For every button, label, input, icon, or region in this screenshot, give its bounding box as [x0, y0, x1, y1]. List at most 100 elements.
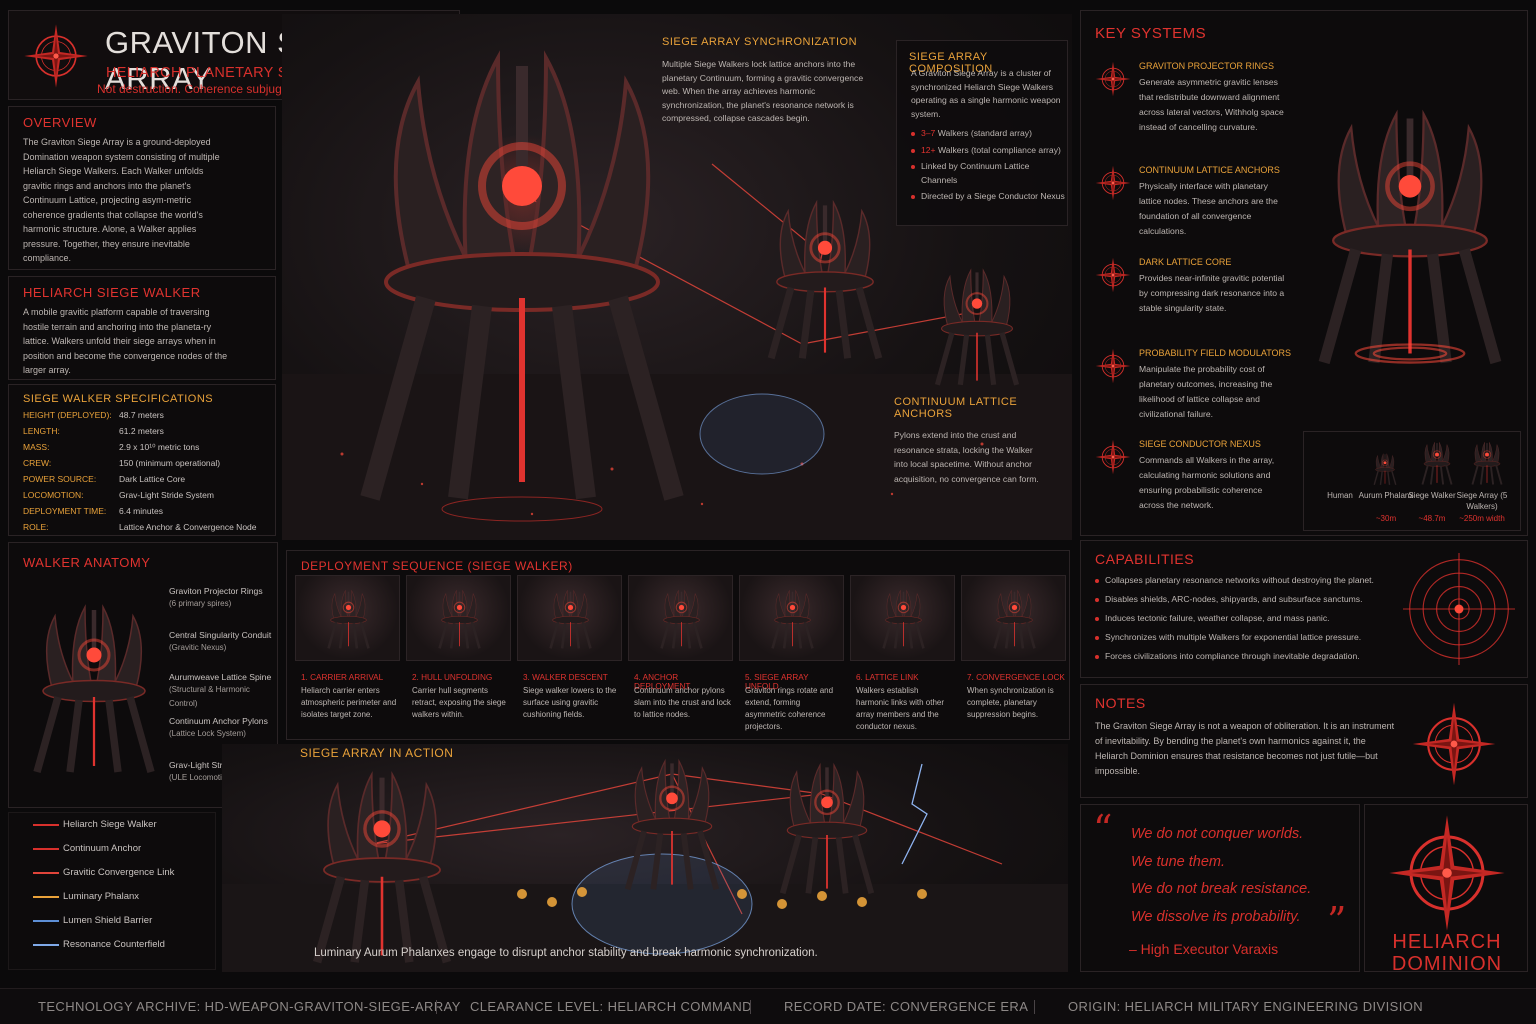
footer-divider — [750, 1000, 751, 1014]
legend-label: Gravitic Convergence Link — [63, 867, 175, 878]
bullet-icon — [911, 148, 915, 153]
spec-row: LENGTH:61.2 meters — [23, 426, 273, 442]
action-illustration — [222, 744, 1068, 972]
deployment-step-thumbnail — [517, 575, 622, 661]
key-system-icon — [1095, 348, 1131, 384]
footer-divider — [436, 1000, 437, 1014]
quote-line: We dissolve its probability. — [1131, 908, 1301, 925]
composition-list: 3–7 Walkers (standard array)12+ Walkers … — [911, 127, 1065, 207]
composition-text: Directed by a Siege Conductor Nexus — [921, 191, 1065, 201]
deployment-step-thumbnail — [628, 575, 733, 661]
anchors-heading: CONTINUUM LATTICE ANCHORS — [894, 396, 1018, 420]
deployment-step-text: When synchronization is complete, planet… — [967, 686, 1054, 719]
deployment-step-title: 7. CONVERGENCE LOCK — [967, 673, 1065, 682]
spec-key: HEIGHT (DEPLOYED): — [23, 410, 112, 420]
footer-divider — [1034, 1000, 1035, 1014]
deployment-step-title: 4. ANCHOR DEPLOYMENT — [634, 673, 691, 691]
footer-item: ORIGIN: HELIARCH MILITARY ENGINEERING DI… — [1068, 999, 1424, 1014]
anatomy-part-sub: (6 primary spires) — [169, 599, 232, 608]
spec-row: MASS:2.9 x 10¹⁰ metric tons — [23, 442, 273, 458]
key-systems-heading: KEY SYSTEMS — [1095, 25, 1207, 42]
spec-row: HEIGHT (DEPLOYED):48.7 meters — [23, 410, 273, 426]
legend-swatch — [33, 848, 59, 850]
key-system-icon — [1095, 61, 1131, 97]
scale-value: ~48.7m — [1418, 514, 1446, 523]
composition-panel: SIEGE ARRAY COMPOSITION A Graviton Siege… — [896, 40, 1068, 226]
composition-text: Walkers (total compliance array) — [935, 144, 1061, 155]
legend-label: Resonance Counterfield — [63, 939, 165, 950]
capabilities-heading: CAPABILITIES — [1095, 551, 1195, 567]
specs-heading: SIEGE WALKER SPECIFICATIONS — [23, 393, 214, 405]
scale-value: ~30m — [1375, 514, 1397, 523]
background-walker-1 — [771, 203, 879, 359]
composition-item: Directed by a Siege Conductor Nexus — [911, 190, 1065, 204]
spec-key: ROLE: — [23, 522, 49, 532]
action-heading: SIEGE ARRAY IN ACTION — [300, 746, 454, 760]
anatomy-part-name: Aurumweave Lattice Spine — [169, 672, 272, 682]
spec-row: DEPLOYMENT TIME:6.4 minutes — [23, 506, 273, 522]
bullet-icon — [911, 132, 915, 136]
scale-item: Aurum Phalanx~30m — [1356, 438, 1418, 530]
spec-row: POWER SOURCE:Dark Lattice Core — [23, 474, 273, 490]
capability-item: Synchronizes with multiple Walkers for e… — [1095, 632, 1395, 651]
bullet-icon — [1095, 617, 1099, 621]
anatomy-heading: WALKER ANATOMY — [23, 555, 151, 570]
anatomy-part-name: Continuum Anchor Pylons — [169, 716, 268, 726]
composition-item: 12+ Walkers (total compliance array) — [911, 144, 1065, 158]
key-system-title: CONTINUUM LATTICE ANCHORS — [1139, 165, 1280, 175]
overview-heading: OVERVIEW — [23, 115, 97, 130]
legend-swatch — [33, 824, 59, 826]
spec-value: 2.9 x 10¹⁰ metric tons — [119, 442, 200, 452]
key-system-title: PROBABILITY FIELD MODULATORS — [1139, 348, 1292, 358]
footer-item: RECORD DATE: CONVERGENCE ERA — [784, 999, 1029, 1014]
overview-panel: OVERVIEW The Graviton Siege Array is a g… — [8, 106, 276, 270]
sync-callout: SIEGE ARRAY SYNCHRONIZATION Multiple Sie… — [662, 36, 884, 126]
scale-figure-icon — [1464, 440, 1510, 486]
walker-anatomy-figure — [19, 573, 169, 803]
capability-item: Induces tectonic failure, weather collap… — [1095, 613, 1395, 632]
legend-label: Lumen Shield Barrier — [63, 915, 153, 926]
deployment-panel: DEPLOYMENT SEQUENCE (SIEGE WALKER) 1. CA… — [286, 550, 1070, 740]
lightning-icon — [901, 763, 928, 865]
main-scene-illustration — [282, 14, 1072, 540]
spec-value: Lattice Anchor & Convergence Node — [119, 522, 257, 532]
spec-row: CREW:150 (minimum operational) — [23, 458, 273, 474]
quote-panel: “ We do not conquer worlds.We tune them.… — [1080, 804, 1360, 972]
quote-author: – High Executor Varaxis — [1129, 941, 1279, 957]
bullet-icon — [1095, 579, 1099, 583]
deployment-step-title: 2. HULL UNFOLDING — [412, 673, 493, 682]
anatomy-part-sub: (ULE Locomotion System) — [169, 773, 263, 782]
spec-row: ROLE: Lattice Anchor & Convergence Node — [23, 522, 273, 538]
anatomy-label: Central Singularity Conduit(Gravitic Nex… — [169, 629, 279, 655]
scale-figure-icon — [1368, 452, 1402, 486]
spec-row: LOCOMOTION:Grav-Light Stride System — [23, 490, 273, 506]
sync-heading: SIEGE ARRAY SYNCHRONIZATION — [662, 36, 858, 48]
overview-text: The Graviton Siege Array is a ground-dep… — [23, 137, 220, 263]
spec-value: 61.2 meters — [119, 426, 164, 436]
footer-item: CLEARANCE LEVEL: HELIARCH COMMAND — [470, 999, 752, 1014]
spec-key: LOCOMOTION: — [23, 490, 84, 500]
legend-swatch — [33, 920, 59, 922]
bullet-icon — [1095, 655, 1099, 659]
deployment-step-title: 6. LATTICE LINK — [856, 673, 919, 682]
composition-text: Walkers (standard array) — [935, 128, 1032, 138]
spec-key: DEPLOYMENT TIME: — [23, 506, 107, 516]
capability-text: Disables shields, ARC-nodes, shipyards, … — [1105, 594, 1363, 604]
composition-text: A Graviton Siege Array is a cluster of s… — [911, 68, 1061, 119]
terrain-sparks — [340, 442, 984, 516]
legend-label: Heliarch Siege Walker — [63, 819, 157, 830]
action-walker-3 — [783, 765, 872, 893]
tagline: Not destruction. Coherence subjugation. — [97, 82, 312, 96]
sync-text: Multiple Siege Walkers lock lattice anch… — [662, 59, 864, 123]
bullet-icon — [1095, 636, 1099, 640]
walker-heading: HELIARCH SIEGE WALKER — [23, 285, 201, 300]
capability-item: Disables shields, ARC-nodes, shipyards, … — [1095, 594, 1395, 613]
